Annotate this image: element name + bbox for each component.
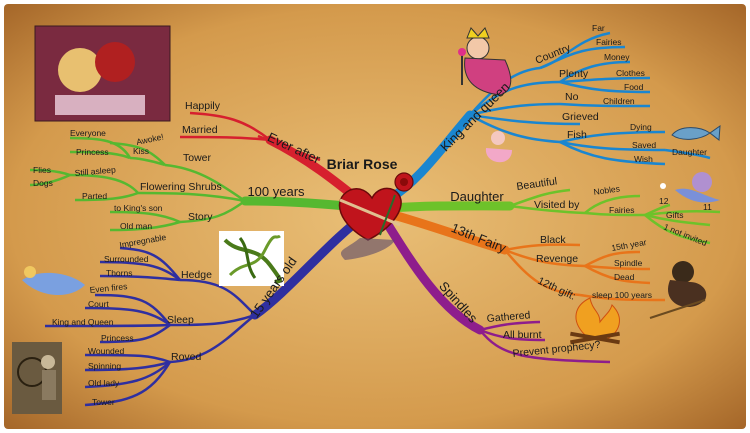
heart-rose-emblem: [338, 172, 414, 260]
label-beautiful: Beautiful: [516, 175, 558, 193]
fish-picture: [671, 124, 721, 141]
years-100-links: [29, 136, 246, 232]
label-twelve: 12: [659, 196, 669, 206]
label-gathered: Gathered: [486, 309, 531, 325]
sleeping-beauty-kiss-picture: [34, 25, 171, 122]
label-food: Food: [624, 82, 644, 92]
label-grieved: Grieved: [562, 111, 599, 123]
label-clothes: Clothes: [616, 68, 645, 78]
label-old-lady: Old lady: [88, 378, 120, 388]
label-dogs: Dogs: [33, 178, 53, 188]
label-parted: Parted: [82, 191, 107, 201]
label-far: Far: [592, 23, 605, 33]
bonfire-picture: [570, 297, 620, 345]
label-visited-by: Visited by: [534, 199, 580, 211]
baby-daughter-picture: [485, 131, 512, 163]
label-king-and-queen-sleep: King and Queen: [52, 317, 114, 327]
label-eleven: 11: [703, 202, 712, 212]
label-story: Story: [188, 211, 213, 223]
label-sleep-100-years: sleep 100 years: [592, 290, 652, 300]
label-wish: Wish: [634, 154, 653, 164]
label-thorns: Thorns: [106, 268, 132, 278]
branch-label-100-years: 100 years: [247, 184, 305, 199]
label-dying: Dying: [630, 122, 652, 132]
label-dead: Dead: [614, 272, 635, 282]
label-princess-tower: Princess: [76, 147, 109, 157]
label-hedge: Hedge: [181, 269, 212, 281]
label-flowering-shrubs: Flowering Shrubs: [140, 181, 222, 193]
fairy-13-links: [504, 243, 666, 302]
label-spinning: Spinning: [88, 361, 121, 371]
daughter-links: [509, 188, 721, 245]
label-no: No: [565, 91, 579, 103]
label-fairies-daughter: Fairies: [609, 205, 635, 215]
label-happily: Happily: [185, 100, 221, 112]
label-tower: Tower: [183, 152, 212, 164]
fairy-godmother-picture: [660, 172, 720, 203]
label-everyone: Everyone: [70, 128, 106, 138]
label-wounded: Wounded: [88, 346, 125, 356]
label-money: Money: [604, 52, 630, 62]
witch-picture: [649, 261, 707, 319]
label-even-fires: Even fires: [89, 281, 128, 295]
map-title: Briar Rose: [327, 156, 398, 172]
thorny-vines-picture: [219, 231, 284, 286]
label-plenty: Plenty: [559, 68, 589, 80]
label-roved: Roved: [171, 351, 202, 363]
branch-daughter: [387, 201, 515, 213]
label-daughter-fish: Daughter: [672, 147, 707, 157]
label-tower-roved: Tower: [92, 397, 115, 407]
label-married: Married: [182, 124, 218, 136]
label-court: Court: [88, 299, 109, 309]
label-saved: Saved: [632, 140, 656, 150]
label-all-burnt: All burnt: [503, 329, 542, 341]
years-15-links: [44, 246, 256, 407]
label-gifts: Gifts: [666, 210, 683, 220]
label-surrounded: Surrounded: [104, 254, 149, 264]
branch-label-daughter: Daughter: [450, 189, 504, 204]
label-kiss: Kiss: [133, 146, 149, 156]
sleeping-fairy-picture: [22, 266, 85, 296]
branch-13th-fairy: [385, 209, 510, 255]
label-children: Children: [603, 96, 635, 106]
king-and-queen-picture: [458, 27, 512, 96]
label-revenge: Revenge: [536, 253, 578, 265]
label-to-kings-son: to King's son: [114, 203, 163, 213]
label-fairies-country: Fairies: [596, 37, 622, 47]
label-still-asleep: Still asleep: [74, 164, 116, 178]
branch-spindles: [380, 215, 485, 335]
label-princess-sleep: Princess: [101, 333, 134, 343]
label-spindle: Spindle: [614, 258, 643, 268]
label-sleep: Sleep: [167, 314, 194, 326]
ever-after-links: [179, 111, 321, 162]
label-flies: Flies: [33, 165, 51, 175]
spinning-wheel-picture: [12, 342, 62, 414]
label-black: Black: [540, 234, 566, 246]
spindles-links: [479, 320, 611, 364]
label-old-man: Old man: [120, 221, 152, 231]
label-nobles: Nobles: [593, 183, 621, 197]
label-fish: Fish: [567, 129, 587, 141]
